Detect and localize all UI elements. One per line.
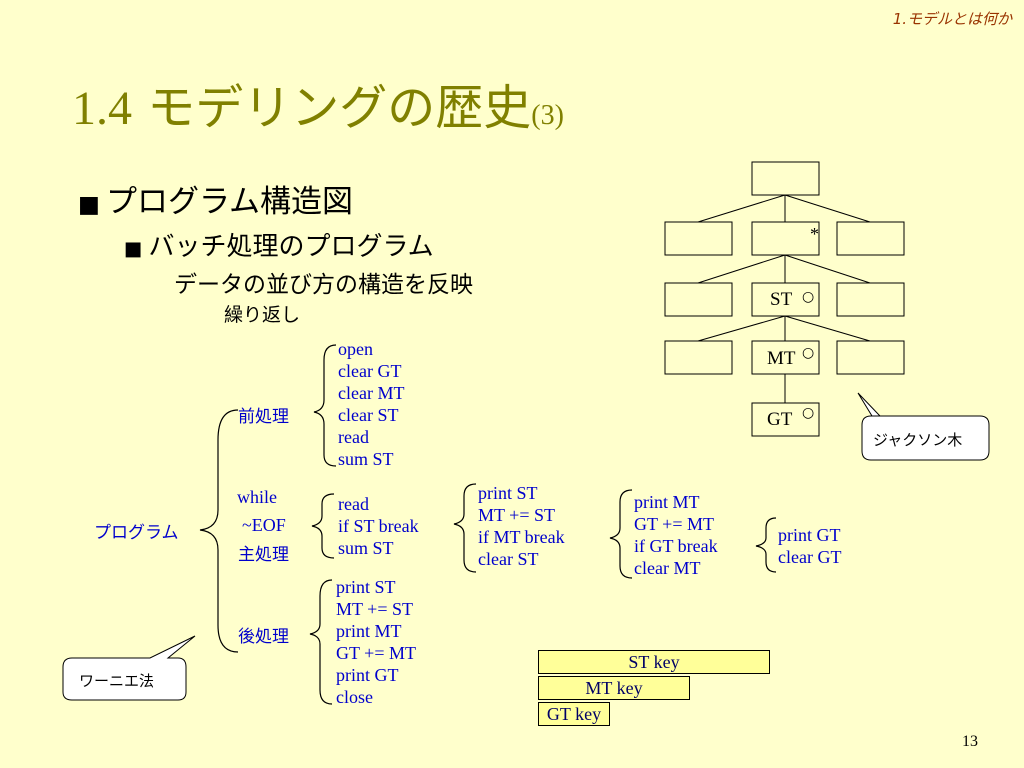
pre-brace (313, 344, 337, 467)
warnier-while-label: while (237, 487, 277, 507)
mt-brace (609, 489, 633, 579)
list-item: sum ST (338, 538, 394, 558)
list-item: close (336, 687, 373, 707)
warnier-pre-label: 前処理 (238, 407, 289, 427)
list-item: clear ST (338, 405, 399, 425)
jackson-callout-label: ジャクソン木 (873, 431, 963, 449)
list-item: if MT break (478, 527, 565, 547)
list-item: clear MT (338, 383, 405, 403)
list-item: GT += MT (336, 643, 416, 663)
warnier-callout-shape (62, 635, 196, 701)
list-item: print GT (336, 665, 399, 685)
list-item: read (338, 427, 369, 447)
st-items-list: print ST MT += ST if MT break clear ST (478, 482, 565, 570)
list-item: clear MT (634, 558, 701, 578)
list-item: print MT (336, 621, 402, 641)
jackson-st-selection-icon: ○ (802, 289, 815, 305)
root-brace (199, 409, 239, 653)
list-item: clear ST (478, 549, 539, 569)
post-brace (309, 579, 333, 705)
post-items-list: print ST MT += ST print MT GT += MT prin… (336, 576, 416, 708)
jackson-mt-label: MT (767, 348, 796, 369)
list-item: print ST (478, 483, 538, 503)
bullet-level1: ■プログラム構造図 (78, 176, 353, 221)
gt-brace (755, 517, 777, 573)
list-item: print MT (634, 492, 700, 512)
list-item: read (338, 494, 369, 514)
list-item: sum ST (338, 449, 394, 469)
warnier-main-label: 主処理 (238, 545, 289, 565)
list-item: print ST (336, 577, 396, 597)
warnier-post-label: 後処理 (238, 627, 289, 647)
mt-items-list: print MT GT += MT if GT break clear MT (634, 491, 718, 579)
main-brace (311, 493, 335, 559)
jackson-root-box (751, 161, 820, 196)
warnier-callout-label: ワーニエ法 (79, 672, 155, 690)
chapter-label: 1.モデルとは何か (892, 10, 1012, 28)
jackson-l2-left-box (664, 282, 733, 317)
square-bullet-icon: ■ (124, 237, 143, 260)
jackson-l3-left-box (664, 340, 733, 375)
gt-items-list: print GT clear GT (778, 524, 841, 568)
jackson-mt-selection-icon: ○ (802, 345, 815, 361)
list-item: clear GT (778, 547, 842, 567)
bullet-level4: 繰り返し (224, 304, 301, 326)
square-bullet-icon: ■ (78, 191, 100, 218)
jackson-gt-box (751, 402, 820, 437)
warnier-root-label: プログラム (94, 523, 179, 543)
title-sub: (3) (531, 100, 564, 131)
bullet-level3: データの並び方の構造を反映 (174, 272, 473, 298)
jackson-l1-right-box (836, 221, 905, 256)
jackson-gt-selection-icon: ○ (802, 405, 815, 421)
list-item: MT += ST (336, 599, 413, 619)
title-text: モデリングの歴史 (132, 80, 532, 136)
slide-title: 1.4 モデリングの歴史(3) (72, 68, 564, 138)
jackson-l2-right-box (836, 282, 905, 317)
jackson-star: * (810, 224, 819, 244)
bullet-level2-text: バッチ処理のプログラム (148, 232, 434, 262)
warnier-eof-label: ~EOF (242, 515, 286, 535)
jackson-gt-label: GT (767, 409, 793, 430)
bullet-level2: ■バッチ処理のプログラム (124, 226, 434, 263)
st-brace (453, 483, 477, 573)
list-item: MT += ST (478, 505, 555, 525)
list-item: open (338, 339, 373, 359)
st-key-bar: ST key (538, 650, 770, 674)
gt-key-bar: GT key (538, 702, 610, 726)
main-items-list: read if ST break sum ST (338, 493, 419, 559)
bullet-level1-text: プログラム構造図 (105, 184, 354, 220)
jackson-l3-right-box (836, 340, 905, 375)
page-number: 13 (962, 733, 978, 750)
title-number: 1.4 (72, 82, 132, 135)
pre-items-list: open clear GT clear MT clear ST read sum… (338, 338, 404, 470)
jackson-callout-shape (857, 392, 990, 461)
list-item: GT += MT (634, 514, 714, 534)
list-item: print GT (778, 525, 841, 545)
jackson-mt-box (751, 340, 820, 375)
list-item: if ST break (338, 516, 419, 536)
jackson-st-label: ST (770, 289, 793, 310)
mt-key-bar: MT key (538, 676, 690, 700)
jackson-l1-left-box (664, 221, 733, 256)
jackson-l1-mid-box (751, 221, 820, 256)
list-item: if GT break (634, 536, 718, 556)
list-item: clear GT (338, 361, 402, 381)
